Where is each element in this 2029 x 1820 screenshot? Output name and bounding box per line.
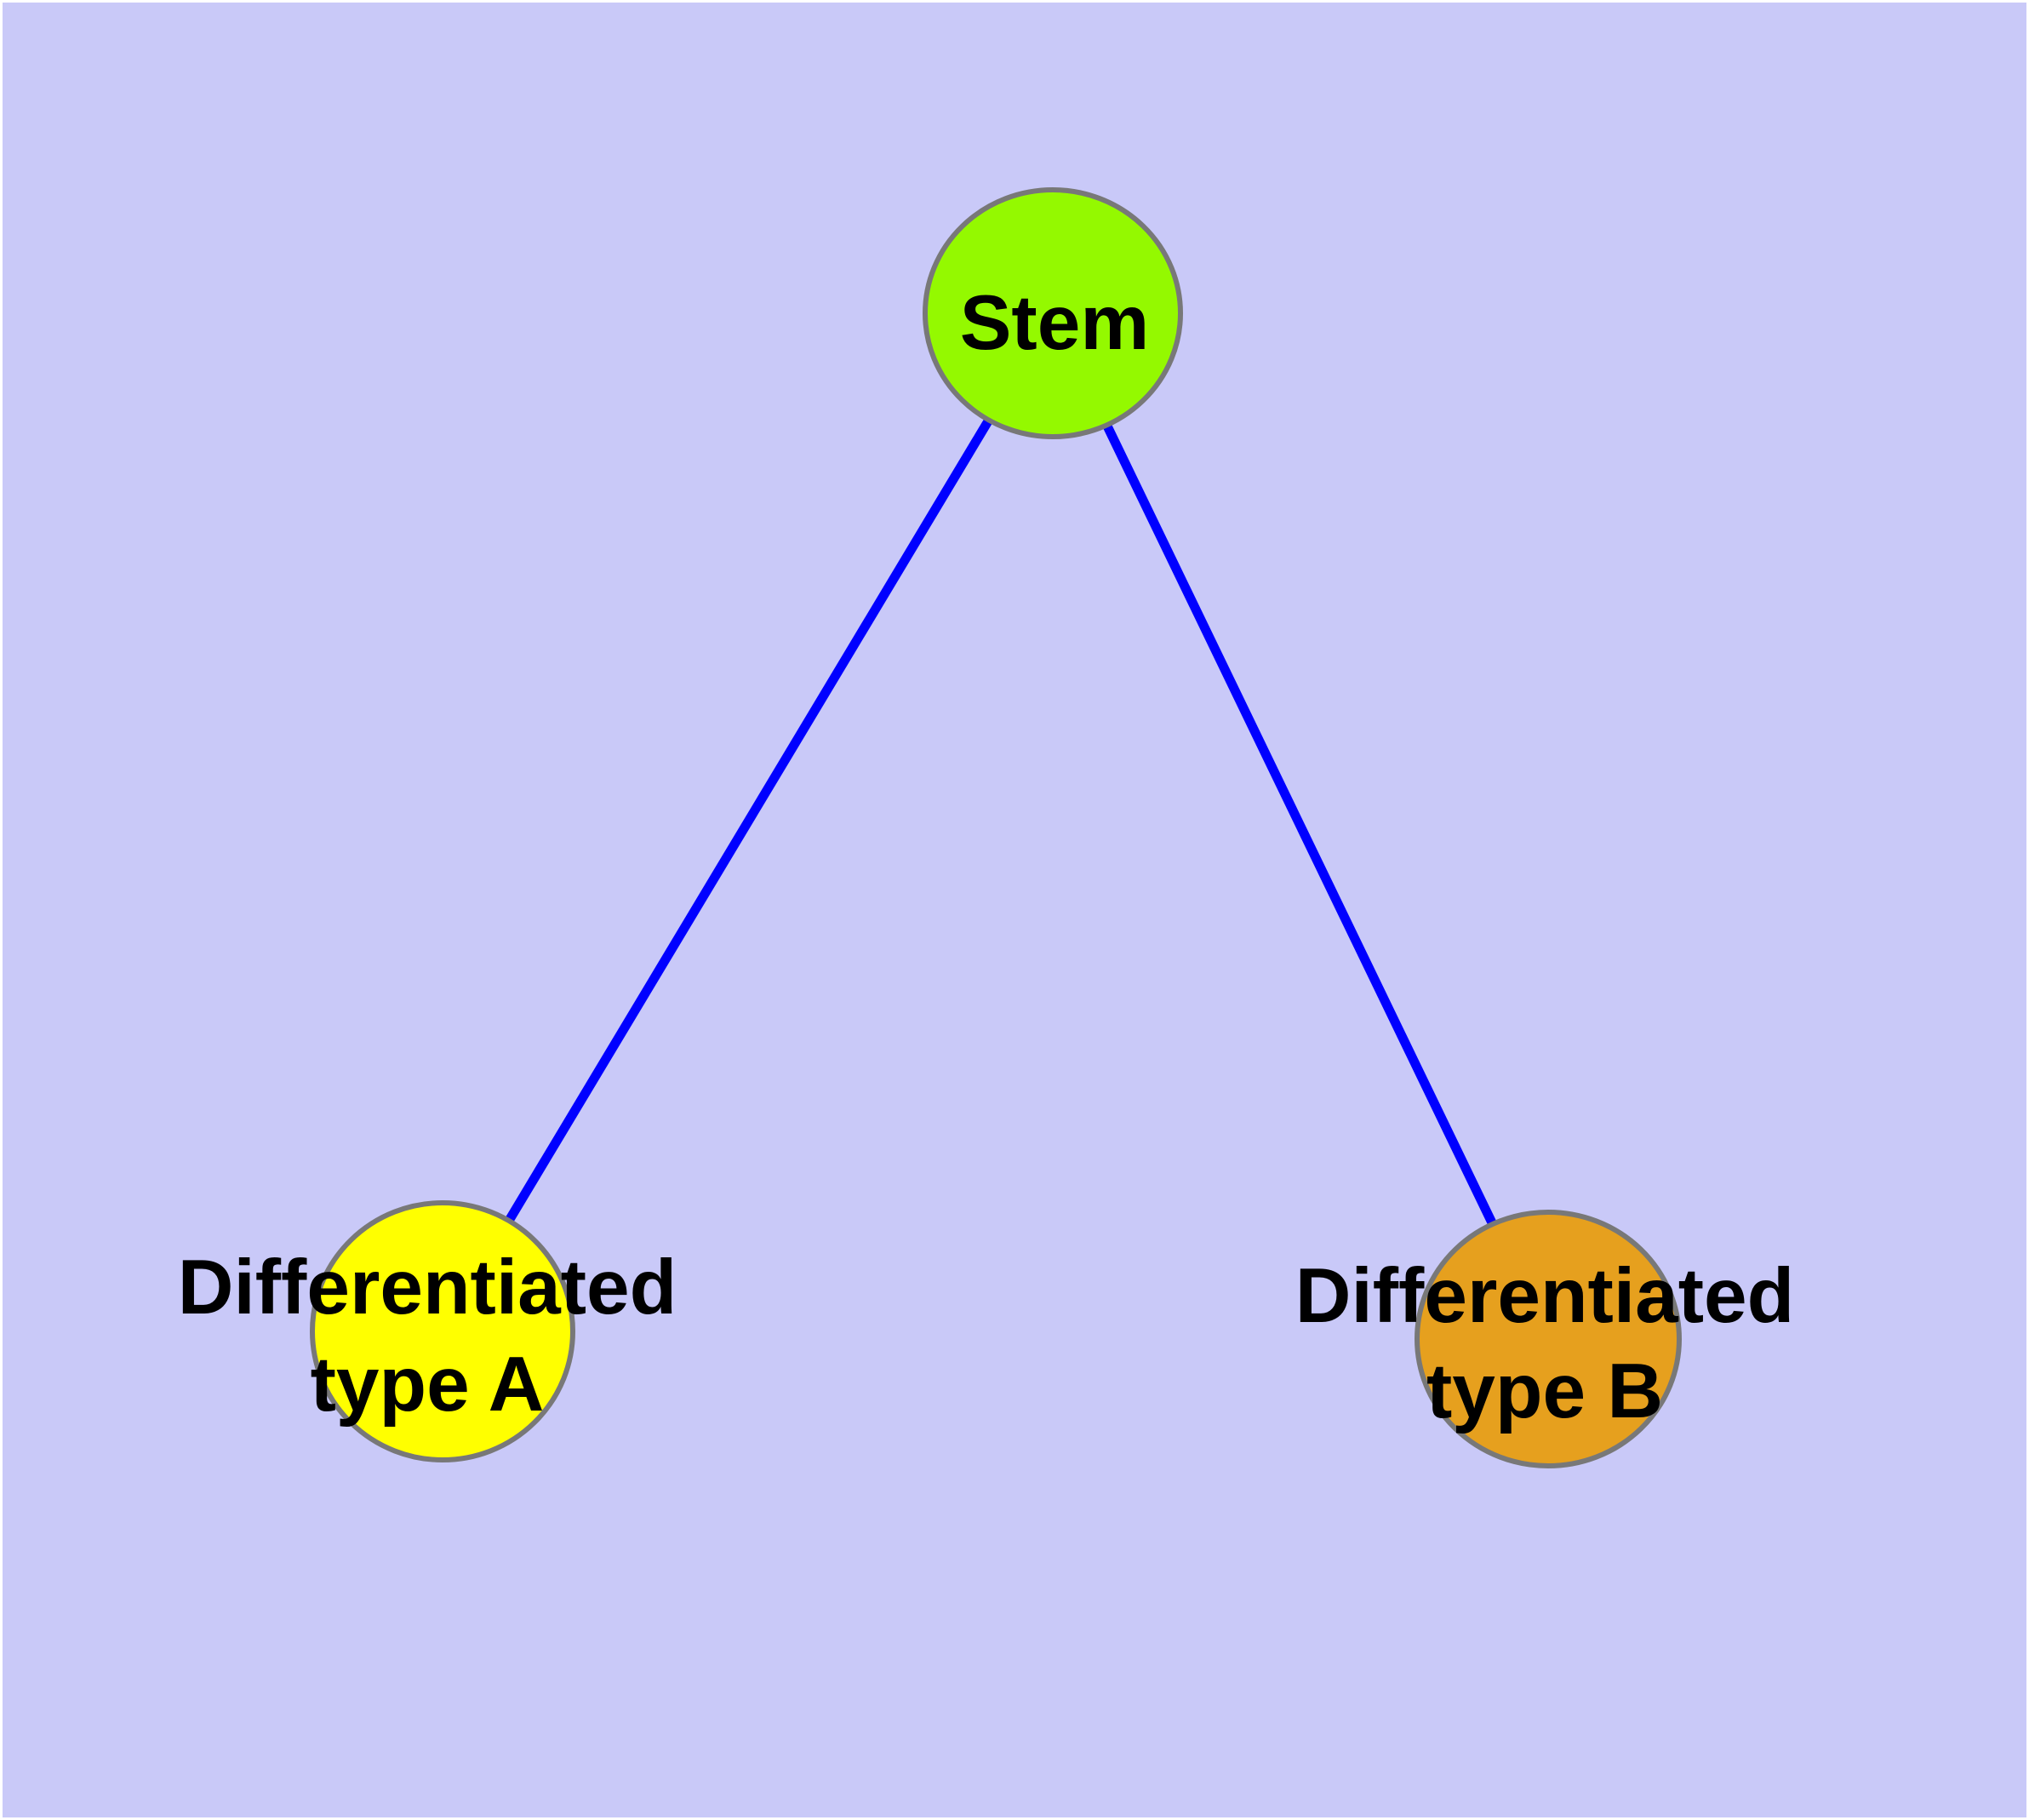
node-label-stem: Stem [960, 280, 1150, 366]
node-differentiated-type-a [310, 1200, 575, 1462]
node-label-type-b-line2: type B [1426, 1348, 1663, 1434]
node-differentiated-type-b [1415, 1210, 1682, 1468]
node-label-type-a-line2: type A [311, 1342, 545, 1428]
edge-stem-to-type-b [1049, 311, 1552, 1342]
edge-stem-to-type-a [438, 311, 1057, 1334]
node-label-type-b-line1: Differentiated [1295, 1253, 1795, 1339]
node-stem [923, 187, 1183, 439]
node-label-type-a-line1: Differentiated [178, 1245, 677, 1331]
